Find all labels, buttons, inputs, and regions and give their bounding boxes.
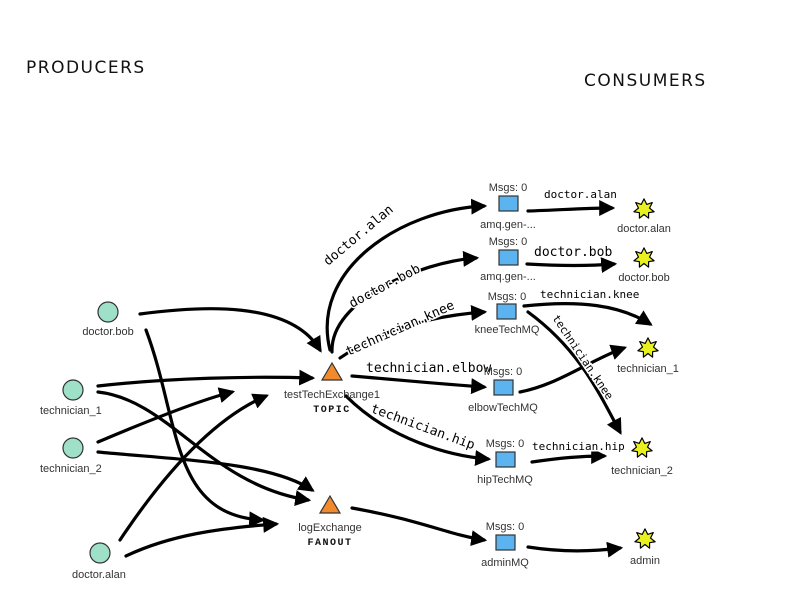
producer-technician-1-icon [62,379,84,401]
edge-q1-alan [526,200,616,217]
queue-amq-gen-2-msgs: Msgs: 0 [489,236,528,248]
producer-doctor-alan-icon [89,542,111,564]
producer-doctor-bob-label: doctor.bob [82,326,133,338]
producer-technician-1-label: technician_1 [40,405,102,417]
edge-tech2-log [96,450,315,492]
queue-hip-tech[interactable]: Msgs: 0 hipTechMQ [477,438,533,486]
exchange-edges [325,198,492,547]
edge-bob-log [144,328,266,528]
consumer-technician-1-icon [637,337,659,358]
edge-knee-tech1 [522,302,653,326]
queue-knee-tech-name: kneeTechMQ [475,324,540,336]
exchange-nodes: testTechExchange1 TOPIC logExchange FANO… [284,361,380,549]
queue-amq-gen-2[interactable]: Msgs: 0 amq.gen-... [480,236,536,283]
queue-admin-name: adminMQ [481,557,529,569]
producer-edges [96,307,322,558]
rk-technician-elbow: technician.elbow [366,361,491,376]
exchange-log-icon [318,494,342,514]
queue-elbow-tech-icon [493,379,514,396]
consumer-doctor-alan-icon [633,198,655,219]
queue-hip-tech-name: hipTechMQ [477,474,533,486]
consumer-doctor-alan[interactable]: doctor.alan [617,198,671,235]
edge-admin-consumer [526,541,624,558]
queue-amq-gen-1-name: amq.gen-... [480,219,536,231]
consumer-admin-label: admin [630,555,660,567]
queue-knee-tech[interactable]: Msgs: 0 kneeTechMQ [475,291,540,336]
edge-knee-tech2 [526,310,622,435]
exchange-test-tech-type: TOPIC [313,405,351,416]
producer-doctor-bob-icon [97,301,119,323]
rk-q-technician-hip: technician.hip [532,440,625,453]
queue-amq-gen-1-icon [498,195,519,212]
edge-tech2-tech [96,387,236,444]
consumer-nodes: doctor.alan doctor.bob technician_1 tech… [611,198,679,567]
queue-knee-tech-msgs: Msgs: 0 [488,291,527,303]
exchange-test-tech-name: testTechExchange1 [284,389,380,401]
consumer-doctor-bob[interactable]: doctor.bob [618,247,670,284]
consumers-header: CONSUMERS [584,71,707,91]
edge-tech-hip [344,394,492,466]
producer-technician-2[interactable]: technician_2 [40,437,102,475]
exchange-test-tech-icon [320,361,344,381]
consumer-admin-icon [634,528,656,549]
producer-technician-2-label: technician_2 [40,463,102,475]
consumer-technician-1-label: technician_1 [617,363,679,375]
edge-q2-bob [525,257,618,274]
producers-header: PRODUCERS [26,58,146,78]
exchange-log-name: logExchange [298,522,362,534]
producer-nodes: doctor.bob technician_1 technician_2 doc… [40,301,134,581]
edge-alan-tech [118,393,269,542]
exchange-test-tech[interactable]: testTechExchange1 TOPIC [284,361,380,416]
queue-hip-tech-msgs: Msgs: 0 [486,438,525,450]
queue-nodes: Msgs: 0 amq.gen-... Msgs: 0 amq.gen-... … [468,182,540,569]
queue-amq-gen-1[interactable]: Msgs: 0 amq.gen-... [480,182,536,231]
edge-tech-elbow [350,374,488,395]
producer-technician-1[interactable]: technician_1 [40,379,102,417]
queue-elbow-tech-name: elbowTechMQ [468,402,538,414]
edge-log-admin [350,506,488,547]
producer-technician-2-icon [62,437,84,459]
edge-tech1-log [96,390,312,506]
edge-alan-log [124,516,280,558]
queue-elbow-tech-msgs: Msgs: 0 [484,366,523,378]
queue-amq-gen-2-name: amq.gen-... [480,271,536,283]
producer-doctor-bob[interactable]: doctor.bob [82,301,134,338]
edge-tech-q2 [330,250,480,354]
consumer-doctor-bob-icon [633,247,655,268]
producer-doctor-alan-label: doctor.alan [72,569,126,581]
consumer-doctor-bob-label: doctor.bob [618,272,669,284]
exchange-log[interactable]: logExchange FANOUT [298,494,362,549]
edge-tech-q1 [325,198,488,352]
edge-hip-tech2 [530,448,608,465]
queue-admin[interactable]: Msgs: 0 adminMQ [481,521,529,569]
edge-bob-tech [138,307,322,353]
rk-q-technician-knee: technician.knee [540,288,639,301]
consumer-technician-2-icon [631,437,653,458]
consumer-doctor-alan-label: doctor.alan [617,223,671,235]
rk-doctor-bob: doctor.bob [347,261,423,311]
rk-q-doctor-alan: doctor.alan [544,188,617,201]
queue-admin-icon [495,534,516,551]
queue-admin-msgs: Msgs: 0 [486,521,525,533]
queue-elbow-tech[interactable]: Msgs: 0 elbowTechMQ [468,366,538,414]
queue-edges [518,200,653,558]
consumer-admin[interactable]: admin [630,528,660,567]
consumer-technician-1[interactable]: technician_1 [617,337,679,375]
queue-amq-gen-2-icon [498,249,519,266]
queue-knee-tech-icon [496,303,517,320]
consumer-technician-2[interactable]: technician_2 [611,437,673,477]
queue-hip-tech-icon [495,451,516,468]
queue-amq-gen-1-msgs: Msgs: 0 [489,182,528,194]
edge-tech1-tech [96,369,316,388]
rk-q-doctor-bob: doctor.bob [534,245,612,260]
consumer-technician-2-label: technician_2 [611,465,673,477]
exchange-log-type: FANOUT [307,538,352,549]
edge-tech-knee [338,304,488,360]
producer-doctor-alan[interactable]: doctor.alan [72,542,126,581]
edge-elbow-tech1 [518,344,628,394]
